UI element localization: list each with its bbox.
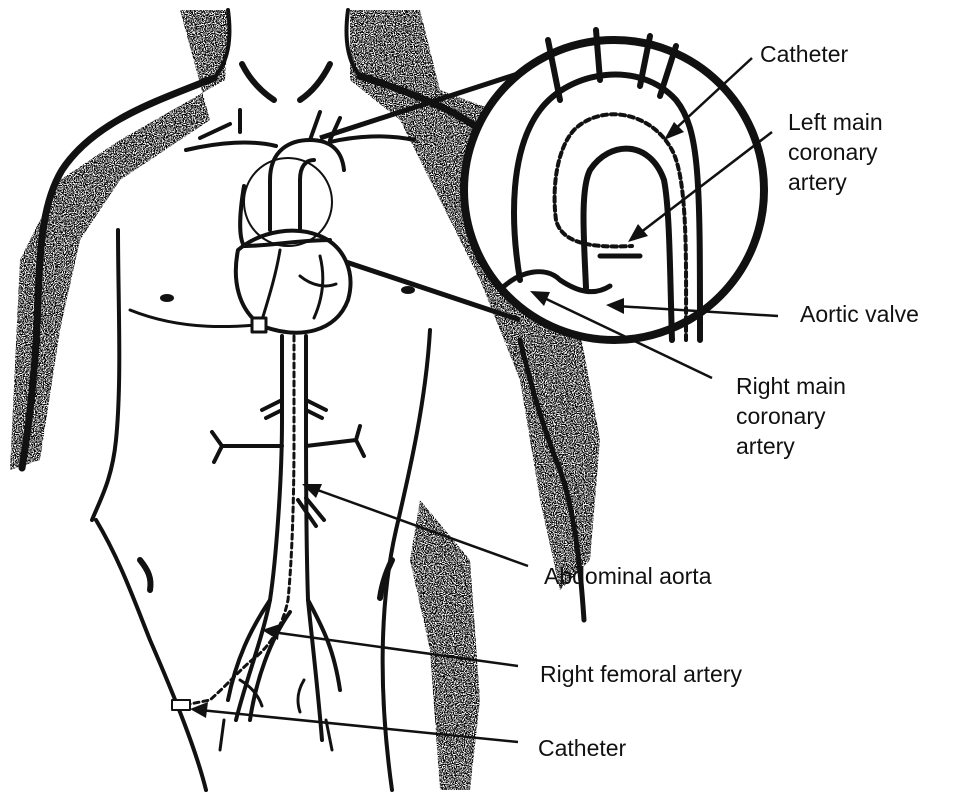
label-left-main-line2: coronary	[788, 139, 878, 165]
label-aortic-valve: Aortic valve	[800, 301, 919, 327]
nipple-right	[401, 286, 415, 294]
waist-crease-left	[140, 560, 151, 590]
collarbone-left	[242, 64, 274, 100]
label-right-main-line3: artery	[736, 433, 795, 459]
label-abdominal-aorta: Abdominal aorta	[544, 563, 712, 589]
label-right-main-line2: coronary	[736, 403, 826, 429]
label-catheter-top: Catheter	[760, 41, 849, 67]
mesenteric-branch	[298, 498, 324, 526]
label-right-femoral-artery: Right femoral artery	[540, 661, 742, 687]
arch-outer	[270, 140, 344, 230]
torso-aorta	[172, 110, 414, 750]
aorta-right-wall	[306, 336, 322, 740]
arrow-right-femoral	[262, 624, 518, 666]
inset-border	[464, 40, 764, 340]
heart-apex	[252, 318, 266, 332]
nipple-left	[160, 294, 174, 302]
aorta-left-wall	[236, 336, 282, 720]
label-catheter-bottom: Catheter	[538, 735, 627, 761]
armpit-left	[92, 230, 119, 520]
renal-branches	[212, 426, 364, 462]
label-left-main-coronary: Left main coronary artery	[788, 109, 889, 195]
label-left-main-line1: Left main	[788, 109, 883, 135]
heart	[236, 158, 351, 333]
label-right-main-line1: Right main	[736, 373, 846, 399]
arch-inner	[300, 160, 314, 230]
lower-shadow	[410, 500, 480, 790]
label-right-main-coronary: Right main coronary artery	[736, 373, 852, 459]
side-left	[96, 520, 206, 790]
label-left-main-line3: artery	[788, 169, 847, 195]
catheter-tip	[172, 700, 190, 710]
collarbone-right	[300, 64, 330, 100]
